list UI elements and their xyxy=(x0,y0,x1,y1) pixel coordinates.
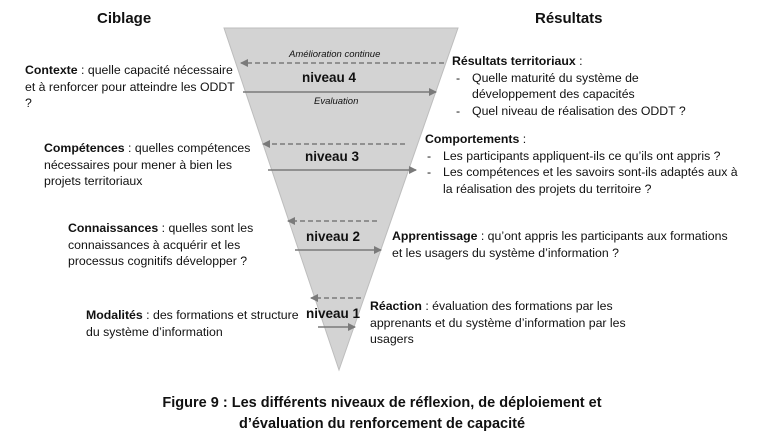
apprentissage-text: : qu’ont appris les participants aux for… xyxy=(392,229,728,260)
resultats-apprentissage: Apprentissage : qu’ont appris les partic… xyxy=(392,228,732,261)
ciblage-modalites: Modalités : des formations et structure … xyxy=(86,307,304,340)
funnel-shape xyxy=(223,27,459,372)
resultats-territoriaux: Résultats territoriaux : Quelle maturité… xyxy=(452,53,752,119)
contexte-text: : quelle capacité nécessaire et à renfor… xyxy=(25,63,235,110)
reaction-title: Réaction xyxy=(370,299,422,313)
contexte-title: Contexte xyxy=(25,63,78,77)
competences-title: Compétences xyxy=(44,141,125,155)
resultats-header: Résultats xyxy=(535,10,603,27)
level-4-label: niveau 4 xyxy=(302,70,357,85)
resultats-reaction: Réaction : évaluation des formations par… xyxy=(370,298,670,348)
level-3-label: niveau 3 xyxy=(305,149,360,164)
ciblage-connaissances: Connaissances : quelles sont les connais… xyxy=(68,220,280,270)
territoriaux-list: Quelle maturité du système de développem… xyxy=(454,70,694,120)
level-2-label: niveau 2 xyxy=(306,229,361,244)
comportements-list: Les participants appliquent-ils ce qu’il… xyxy=(425,148,750,198)
modalites-title: Modalités xyxy=(86,308,147,322)
comportements-suffix: : xyxy=(519,132,527,146)
ciblage-contexte: Contexte : quelle capacité nécessaire et… xyxy=(25,62,237,112)
connaissances-text: : quelles sont les connaissances à acqué… xyxy=(68,221,254,268)
comportements-title: Comportements xyxy=(425,132,520,146)
list-item: Quel niveau de réalisation des ODDT ? xyxy=(454,103,694,120)
figure-caption: Figure 9 : Les différents niveaux de réf… xyxy=(0,393,764,435)
resultats-comportements: Comportements : Les participants appliqu… xyxy=(425,131,755,197)
list-item: Quelle maturité du système de développem… xyxy=(454,70,694,103)
apprentissage-title: Apprentissage xyxy=(392,229,478,243)
connaissances-title: Connaissances xyxy=(68,221,159,235)
reaction-text: : évaluation des formations par les appr… xyxy=(370,299,626,346)
caption-line-2: d’évaluation du renforcement de capacité xyxy=(238,416,526,432)
ciblage-header: Ciblage xyxy=(97,10,152,27)
level-1-label: niveau 1 xyxy=(306,306,361,321)
territoriaux-title: Résultats territoriaux xyxy=(452,54,576,68)
ciblage-competences: Compétences : quelles compétences nécess… xyxy=(44,140,262,190)
modalites-text: : des formations et structure du système… xyxy=(86,308,299,339)
list-item: Les participants appliquent-ils ce qu’il… xyxy=(425,148,750,165)
territoriaux-suffix: : xyxy=(575,54,583,68)
improvement-note: Amélioration continue xyxy=(289,49,381,60)
evaluation-note: Evaluation xyxy=(314,96,359,107)
competences-text: : quelles compétences nécessaires pour m… xyxy=(44,141,251,188)
list-item: Les compétences et les savoirs sont-ils … xyxy=(425,164,750,197)
caption-line-1: Figure 9 : Les différents niveaux de réf… xyxy=(162,395,602,411)
